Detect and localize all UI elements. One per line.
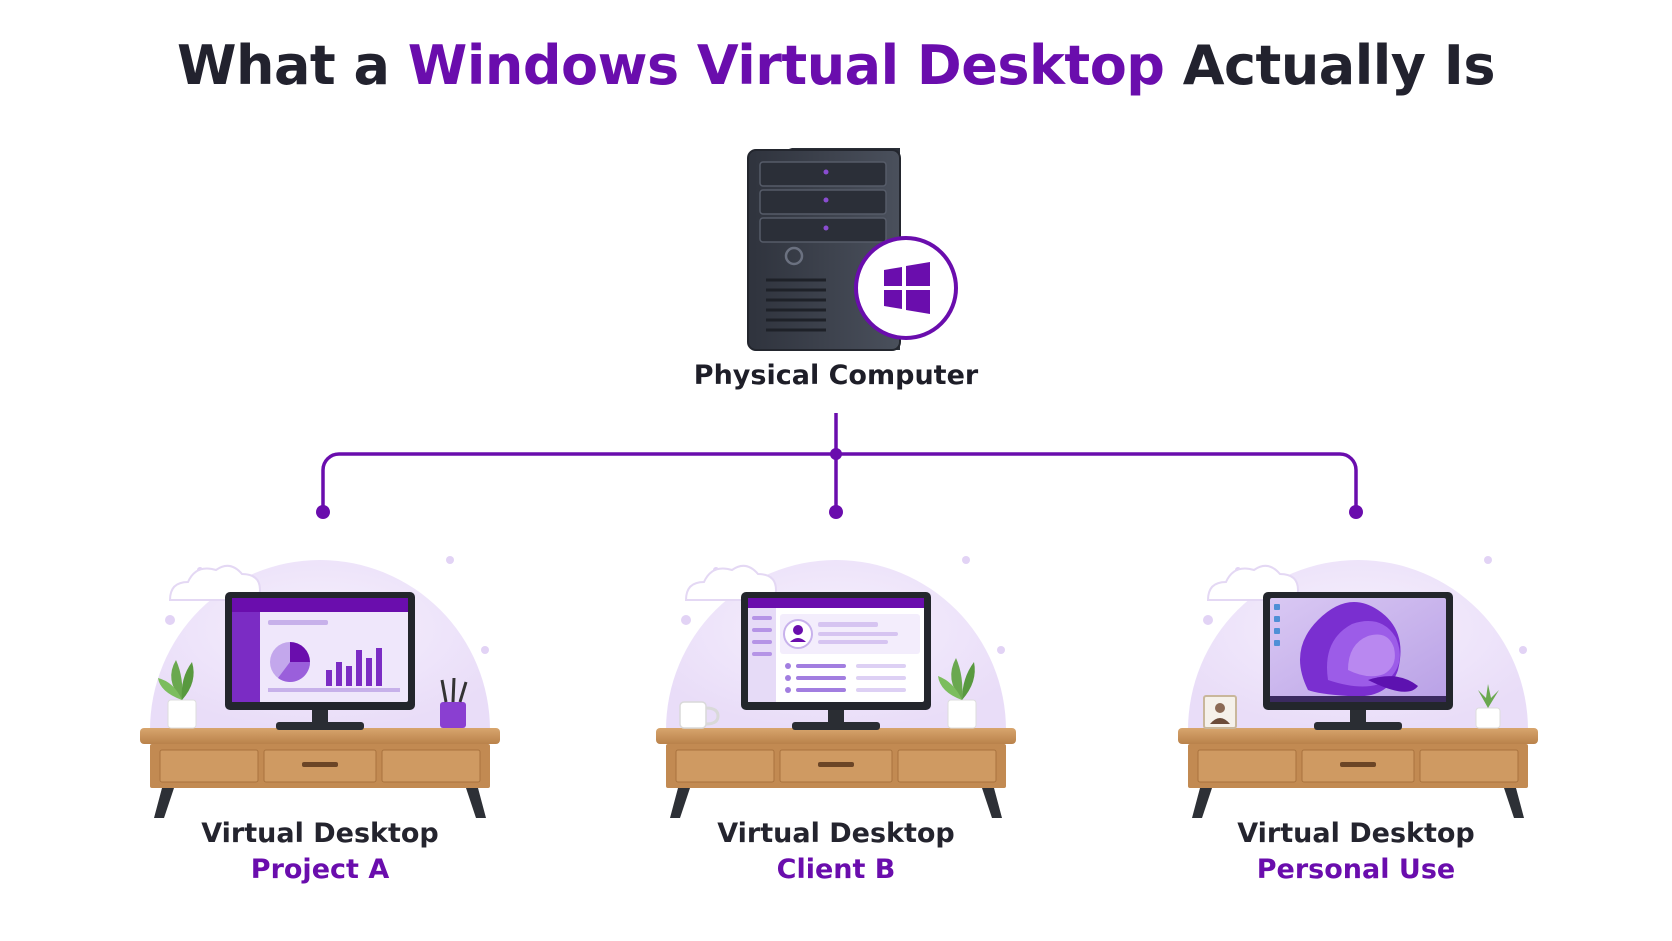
desktop-label-personal-use: Virtual Desktop Personal Use xyxy=(1146,816,1566,888)
coffee-mug-icon xyxy=(679,701,720,729)
windows-bloom-wallpaper xyxy=(1300,602,1418,697)
desktop-label-line1: Virtual Desktop xyxy=(717,818,955,849)
page-title: What a Windows Virtual Desktop Actually … xyxy=(0,34,1672,97)
desktop-label-line2: Client B xyxy=(776,854,896,885)
desktop-label-client-b: Virtual Desktop Client B xyxy=(626,816,1046,888)
title-suffix: Actually Is xyxy=(1164,34,1496,97)
pencil-cup-icon xyxy=(440,677,468,728)
windows-logo-icon xyxy=(854,236,958,340)
desk-scene-client-b xyxy=(655,555,1017,819)
desk-scene-project-a xyxy=(139,555,501,819)
desktop-label-line1: Virtual Desktop xyxy=(201,818,439,849)
title-highlight: Windows Virtual Desktop xyxy=(407,34,1165,97)
desktop-label-line2: Project A xyxy=(250,854,390,885)
desk-scene-personal-use xyxy=(1177,555,1539,819)
connector-lines xyxy=(321,413,1358,510)
desktop-label-project-a: Virtual Desktop Project A xyxy=(110,816,530,888)
physical-computer-label: Physical Computer xyxy=(693,360,979,391)
plant-icon xyxy=(158,660,197,729)
photo-frame-icon xyxy=(1203,695,1237,729)
title-prefix: What a xyxy=(176,34,408,97)
plant-icon xyxy=(1475,684,1501,729)
plant-icon xyxy=(938,658,977,729)
connector-nodes xyxy=(316,448,1363,519)
desktop-label-line2: Personal Use xyxy=(1256,854,1456,885)
desktop-label-line1: Virtual Desktop xyxy=(1237,818,1475,849)
